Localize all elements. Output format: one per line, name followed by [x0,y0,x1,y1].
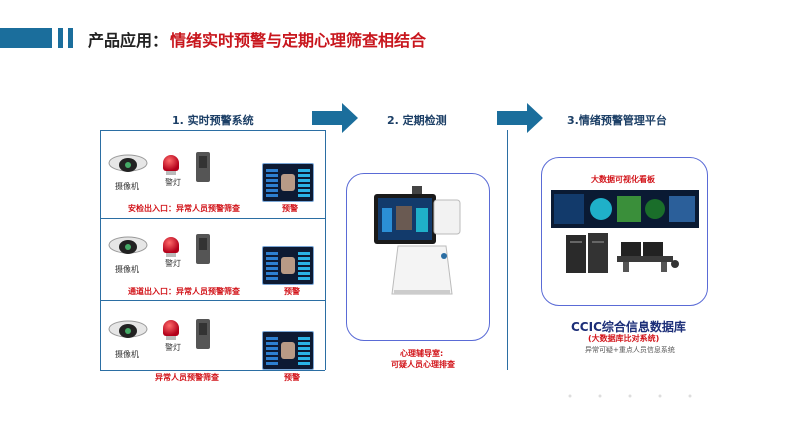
access-panel-icon [196,152,210,182]
entrance-label: 通道出入口：异常人员预警筛查 [128,287,240,296]
alarm-lamp-base [166,253,176,257]
access-panel-icon [196,234,210,264]
section-platform-title: 3.情绪预警管理平台 [567,114,667,127]
camera-icon [108,320,148,338]
section-realtime-title: 1. 实时预警系统 [172,114,254,127]
dashboard-screen-icon [551,190,699,228]
lamp-label: 警灯 [165,259,181,268]
lamp-label: 警灯 [165,178,181,187]
database-note: 异常可疑+重点人员信息系统 [585,346,675,354]
alert-label: 预警 [284,373,300,382]
kiosk-caption-line2: 可疑人员心理排查 [391,360,455,369]
lamp-label: 警灯 [165,343,181,352]
arrow-to-platform [497,103,543,133]
camera-label: 摄像机 [115,265,139,274]
alert-monitor-icon [262,246,314,285]
section-periodic-title: 2. 定期检测 [387,114,447,127]
alarm-lamp-base [166,336,176,340]
camera-icon [108,236,148,254]
camera-label: 摄像机 [115,350,139,359]
row3-connector-line [100,370,325,371]
periodic-divider-line [507,130,508,370]
kiosk-terminal-icon [374,186,461,295]
alarm-lamp-icon [163,320,179,336]
dashboard-label: 大数据可视化看板 [591,175,655,184]
alert-label: 预警 [282,204,298,213]
left-bus-line [100,130,101,370]
header-accent-bar-3 [68,28,73,48]
platform-panel [541,157,708,306]
camera-label: 摄像机 [115,182,139,191]
row2-connector-line [100,300,325,301]
control-console-icon [617,242,679,272]
page-title: 情绪实时预警与定期心理筛查相结合 [170,31,427,50]
top-connector-line [100,130,325,131]
kiosk-caption-line1: 心理辅导室: [400,349,444,358]
database-title: CCIC综合信息数据库 [571,320,686,334]
alert-monitor-icon [262,163,314,202]
database-subtitle: (大数据库比对系统) [588,334,660,343]
header-accent-bar-1 [0,28,52,48]
alert-label: 预警 [284,287,300,296]
row1-connector-line [100,218,325,219]
page-title-prefix: 产品应用： [88,31,169,50]
header-accent-bar-2 [58,28,63,48]
entrance-label: 安检出入口：异常人员预警筛查 [128,204,240,213]
right-bus-line [325,130,326,370]
alarm-lamp-base [166,171,176,175]
server-rack-icon [566,233,608,273]
decorative-dots [568,394,692,398]
entrance-label: 异常人员预警筛查 [155,373,219,382]
alarm-lamp-icon [163,237,179,253]
access-panel-icon [196,319,210,349]
camera-icon [108,154,148,172]
alert-monitor-icon [262,331,314,370]
arrow-to-periodic [312,103,358,133]
alarm-lamp-icon [163,155,179,171]
